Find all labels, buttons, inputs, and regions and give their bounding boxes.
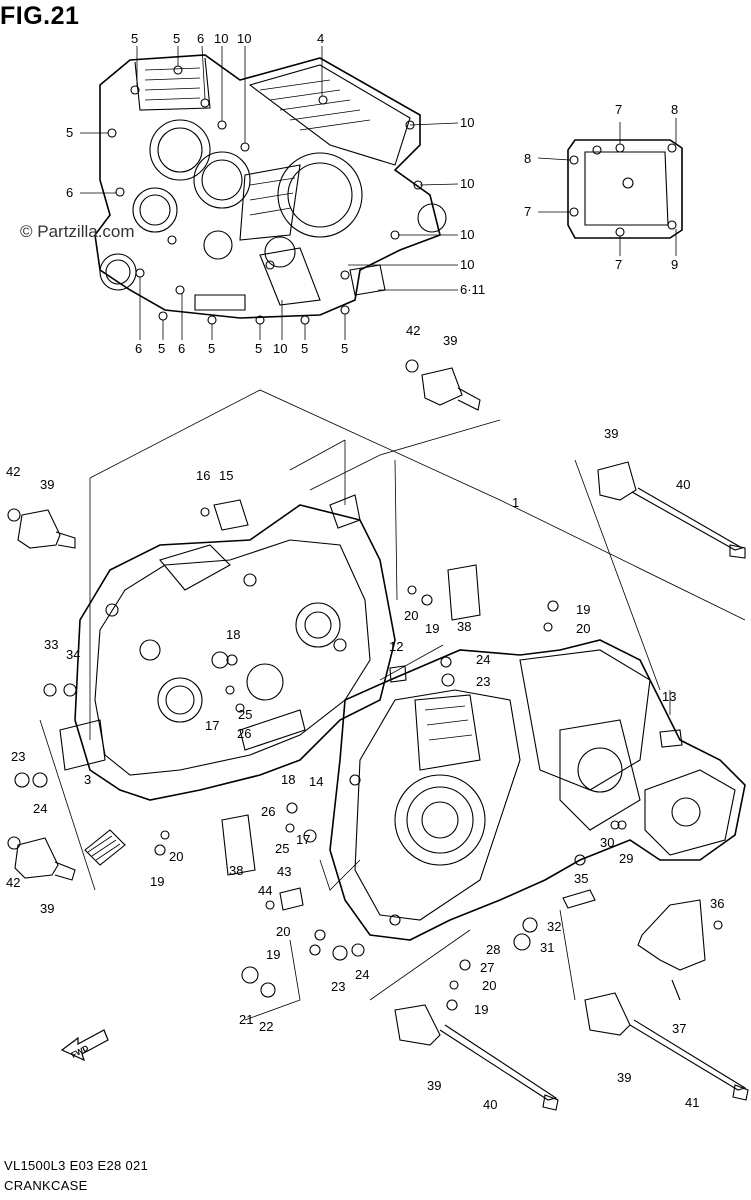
callout: 20 <box>276 924 291 939</box>
callout: 42 <box>6 464 21 479</box>
figure-title: FIG.21 <box>0 2 80 30</box>
callout: 24 <box>355 967 370 982</box>
callout: 9 <box>671 257 679 272</box>
guide-lines <box>39 389 746 1021</box>
callout: 14 <box>309 774 324 789</box>
callout: 5 <box>173 31 181 46</box>
callout: 20 <box>482 978 497 993</box>
callout: 6 <box>66 185 74 200</box>
callout: 17 <box>296 832 311 847</box>
callout: 19 <box>150 874 165 889</box>
callout: 3 <box>84 772 92 787</box>
callout: 10 <box>237 31 252 46</box>
callout: 40 <box>676 477 691 492</box>
callout: 39 <box>604 426 619 441</box>
callout: 7 <box>524 204 532 219</box>
callout: 18 <box>226 627 241 642</box>
callout: 25 <box>238 707 253 722</box>
callout: 42 <box>6 875 21 890</box>
callout: 10 <box>214 31 229 46</box>
crankcase-bolt-view <box>80 45 459 340</box>
callout: 26 <box>261 804 276 819</box>
callout: 17 <box>205 718 220 733</box>
right-crankcase-half <box>329 639 746 941</box>
callout: 40 <box>483 1097 498 1112</box>
callout: 39 <box>443 333 458 348</box>
cover-plate-view <box>537 118 683 256</box>
small-parts <box>7 359 749 1111</box>
callout: 23 <box>476 674 491 689</box>
callout: 16 <box>196 468 211 483</box>
callout: 8 <box>524 151 532 166</box>
callout: 5 <box>301 341 309 356</box>
left-crankcase-half <box>59 494 396 801</box>
callout: 25 <box>275 841 290 856</box>
callout: 6·11 <box>460 282 486 297</box>
callout: 4 <box>317 31 325 46</box>
callout: 8 <box>671 102 679 117</box>
callout: 6 <box>178 341 186 356</box>
callout: 41 <box>685 1095 700 1110</box>
callout: 7 <box>615 257 623 272</box>
callout: 19 <box>474 1002 489 1017</box>
callout: 24 <box>476 652 491 667</box>
callout: 37 <box>672 1021 687 1036</box>
callout: 10 <box>460 257 475 272</box>
callout: 5 <box>255 341 263 356</box>
section-name: CRANKCASE <box>4 1178 88 1193</box>
callout: 19 <box>266 947 281 962</box>
callout: 6 <box>197 31 205 46</box>
callout: 39 <box>617 1070 632 1085</box>
callout: 5 <box>131 31 139 46</box>
callout: 23 <box>11 749 26 764</box>
callout: 5 <box>208 341 216 356</box>
callout: 10 <box>460 227 475 242</box>
callout: 39 <box>427 1078 442 1093</box>
callout: 27 <box>480 960 495 975</box>
callout: 19 <box>425 621 440 636</box>
callout: 1 <box>512 495 520 510</box>
callout: 5 <box>341 341 349 356</box>
callout: 15 <box>219 468 234 483</box>
callout: 42 <box>406 323 421 338</box>
callout: 10 <box>460 115 475 130</box>
callout: 21 <box>239 1012 254 1027</box>
callout: 38 <box>229 863 244 878</box>
callout: 5 <box>66 125 74 140</box>
callout: 26 <box>237 726 252 741</box>
callout: 32 <box>547 919 562 934</box>
callout: 34 <box>66 647 81 662</box>
callout: 20 <box>404 608 419 623</box>
callout: 24 <box>33 801 48 816</box>
model-code: VL1500L3 E03 E28 021 <box>4 1158 149 1173</box>
callout: 20 <box>576 621 591 636</box>
callout: 12 <box>389 639 404 654</box>
callout: 7 <box>615 102 623 117</box>
callout: 23 <box>331 979 346 994</box>
callout: 13 <box>662 689 677 704</box>
callout: 35 <box>574 871 589 886</box>
callout: 18 <box>281 772 296 787</box>
callout: 31 <box>540 940 555 955</box>
callout: 30 <box>600 835 615 850</box>
callout: 33 <box>44 637 59 652</box>
callout: 10 <box>460 176 475 191</box>
callout: 6 <box>135 341 143 356</box>
callout: 38 <box>457 619 472 634</box>
callout: 36 <box>710 896 725 911</box>
callout: 29 <box>619 851 634 866</box>
callout: 20 <box>169 849 184 864</box>
callout: 10 <box>273 341 288 356</box>
callout: 44 <box>258 883 273 898</box>
callout: 28 <box>486 942 501 957</box>
callout: 43 <box>277 864 292 879</box>
callout: 39 <box>40 477 55 492</box>
callout: 5 <box>158 341 166 356</box>
callout: 22 <box>259 1019 274 1034</box>
callout: 19 <box>576 602 591 617</box>
callout: 39 <box>40 901 55 916</box>
watermark: © Partzilla.com <box>20 222 135 241</box>
forward-arrow <box>60 1029 109 1062</box>
